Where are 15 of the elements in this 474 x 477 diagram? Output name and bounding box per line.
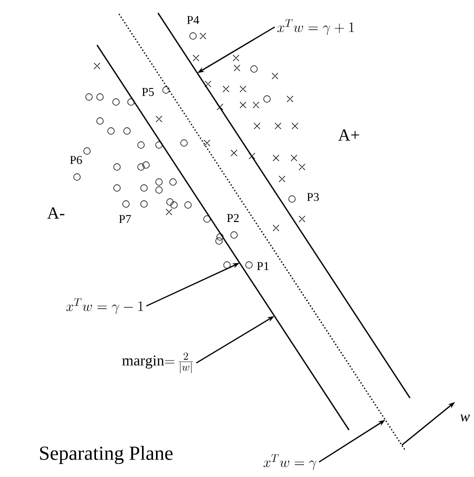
point-label: P3 xyxy=(307,192,319,201)
point-label: P4 xyxy=(187,16,200,24)
equation-label: $x^{T}w = \gamma+1$ xyxy=(277,19,354,35)
equation-label: $x^{T}w = \gamma-1$ xyxy=(66,298,143,314)
equation-label: $x^{T}w = \gamma$ xyxy=(264,454,316,470)
vector-label: w xyxy=(460,414,470,422)
point-label: P2 xyxy=(227,214,239,222)
point-label: P1 xyxy=(257,262,269,270)
class-label: A+ xyxy=(338,129,360,141)
equation-label: $\mathrm{margin}{=}\,\frac{2}{|w|}$ xyxy=(122,352,193,374)
plane-label: Separating Plane xyxy=(40,446,173,464)
point-label: P6 xyxy=(70,156,82,164)
point-label: P7 xyxy=(119,215,131,223)
point-label: P5 xyxy=(142,88,154,96)
class-label: A- xyxy=(47,207,64,219)
